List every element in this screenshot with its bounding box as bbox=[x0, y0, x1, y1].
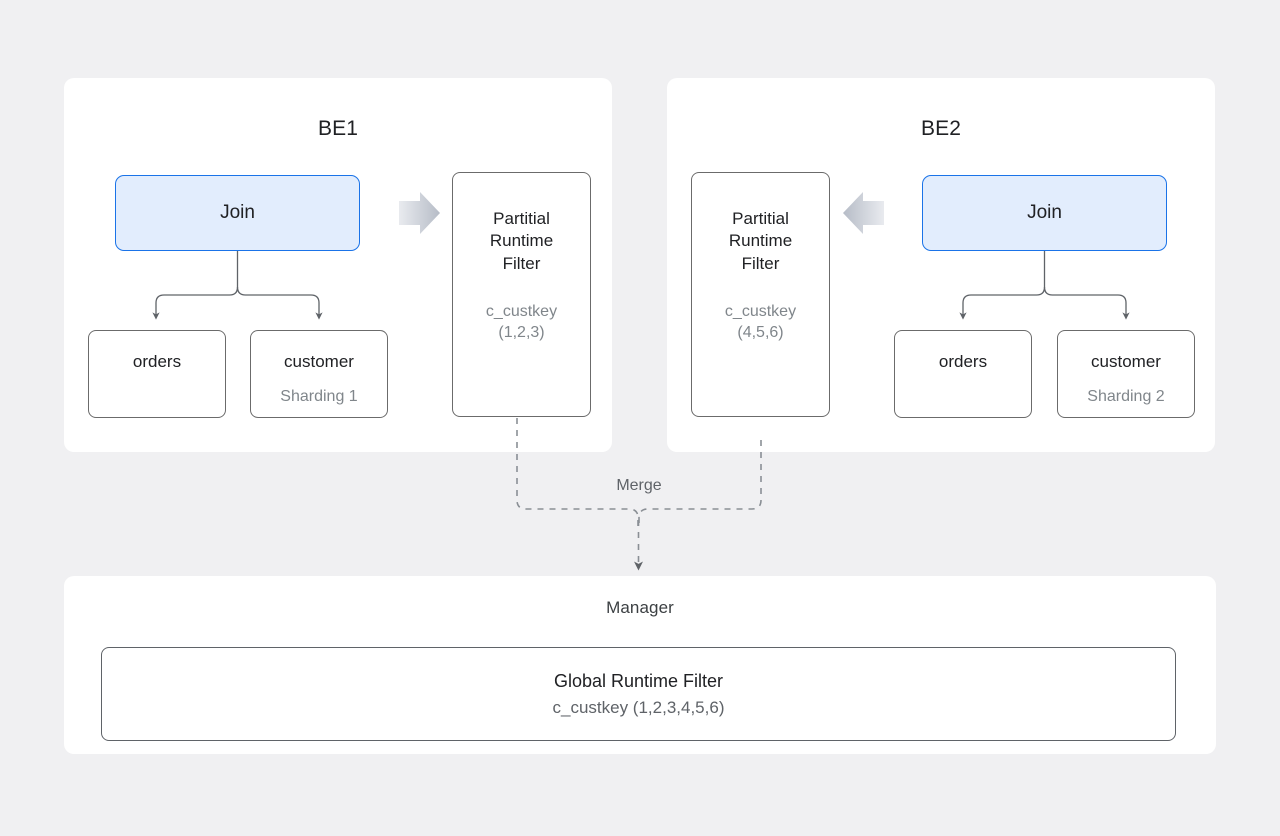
be1-prf-values: (1,2,3) bbox=[498, 324, 545, 342]
be2-join-label: Join bbox=[1027, 202, 1062, 224]
panel-be1-title: BE1 bbox=[318, 117, 358, 140]
be1-prf-line-2: Runtime bbox=[489, 231, 554, 251]
be2-table-orders[interactable]: orders bbox=[894, 330, 1032, 418]
be1-join-node[interactable]: Join bbox=[115, 175, 360, 251]
be1-prf-line-1: Partitial bbox=[493, 209, 550, 228]
be2-prf-values: (4,5,6) bbox=[737, 324, 784, 342]
be2-prf-line-2: Runtime bbox=[728, 231, 793, 251]
panel-manager-title: Manager bbox=[606, 598, 674, 617]
be1-orders-label: orders bbox=[132, 352, 182, 371]
global-filter-title: Global Runtime Filter bbox=[553, 670, 724, 691]
be2-prf-key: c_custkey bbox=[724, 303, 797, 321]
be2-table-customer[interactable]: customer Sharding 2 bbox=[1057, 330, 1195, 418]
be2-prf-line-3: Filter bbox=[741, 253, 780, 273]
be1-table-customer[interactable]: customer Sharding 1 bbox=[250, 330, 388, 418]
be1-prf-line-3: Filter bbox=[502, 253, 541, 273]
global-filter-detail: c_custkey (1,2,3,4,5,6) bbox=[552, 697, 725, 717]
be2-customer-label: customer bbox=[1091, 352, 1161, 371]
be1-partial-runtime-filter[interactable]: Partitial Runtime Filter c_custkey (1,2,… bbox=[452, 172, 591, 417]
be2-partial-runtime-filter[interactable]: Partitial Runtime Filter c_custkey (4,5,… bbox=[691, 172, 830, 417]
be1-prf-key: c_custkey bbox=[485, 303, 558, 321]
be2-prf-line-1: Partitial bbox=[732, 209, 789, 228]
be2-orders-label: orders bbox=[938, 352, 988, 371]
be1-customer-label: customer bbox=[284, 352, 354, 371]
be2-join-node[interactable]: Join bbox=[922, 175, 1167, 251]
panel-be2-title: BE2 bbox=[921, 117, 961, 140]
global-runtime-filter-box[interactable]: Global Runtime Filter c_custkey (1,2,3,4… bbox=[101, 647, 1176, 741]
be1-table-orders[interactable]: orders bbox=[88, 330, 226, 418]
merge-label: Merge bbox=[616, 477, 662, 494]
be1-join-label: Join bbox=[220, 202, 255, 224]
be2-customer-sharding: Sharding 2 bbox=[1087, 388, 1165, 406]
be1-customer-sharding: Sharding 1 bbox=[280, 388, 358, 406]
